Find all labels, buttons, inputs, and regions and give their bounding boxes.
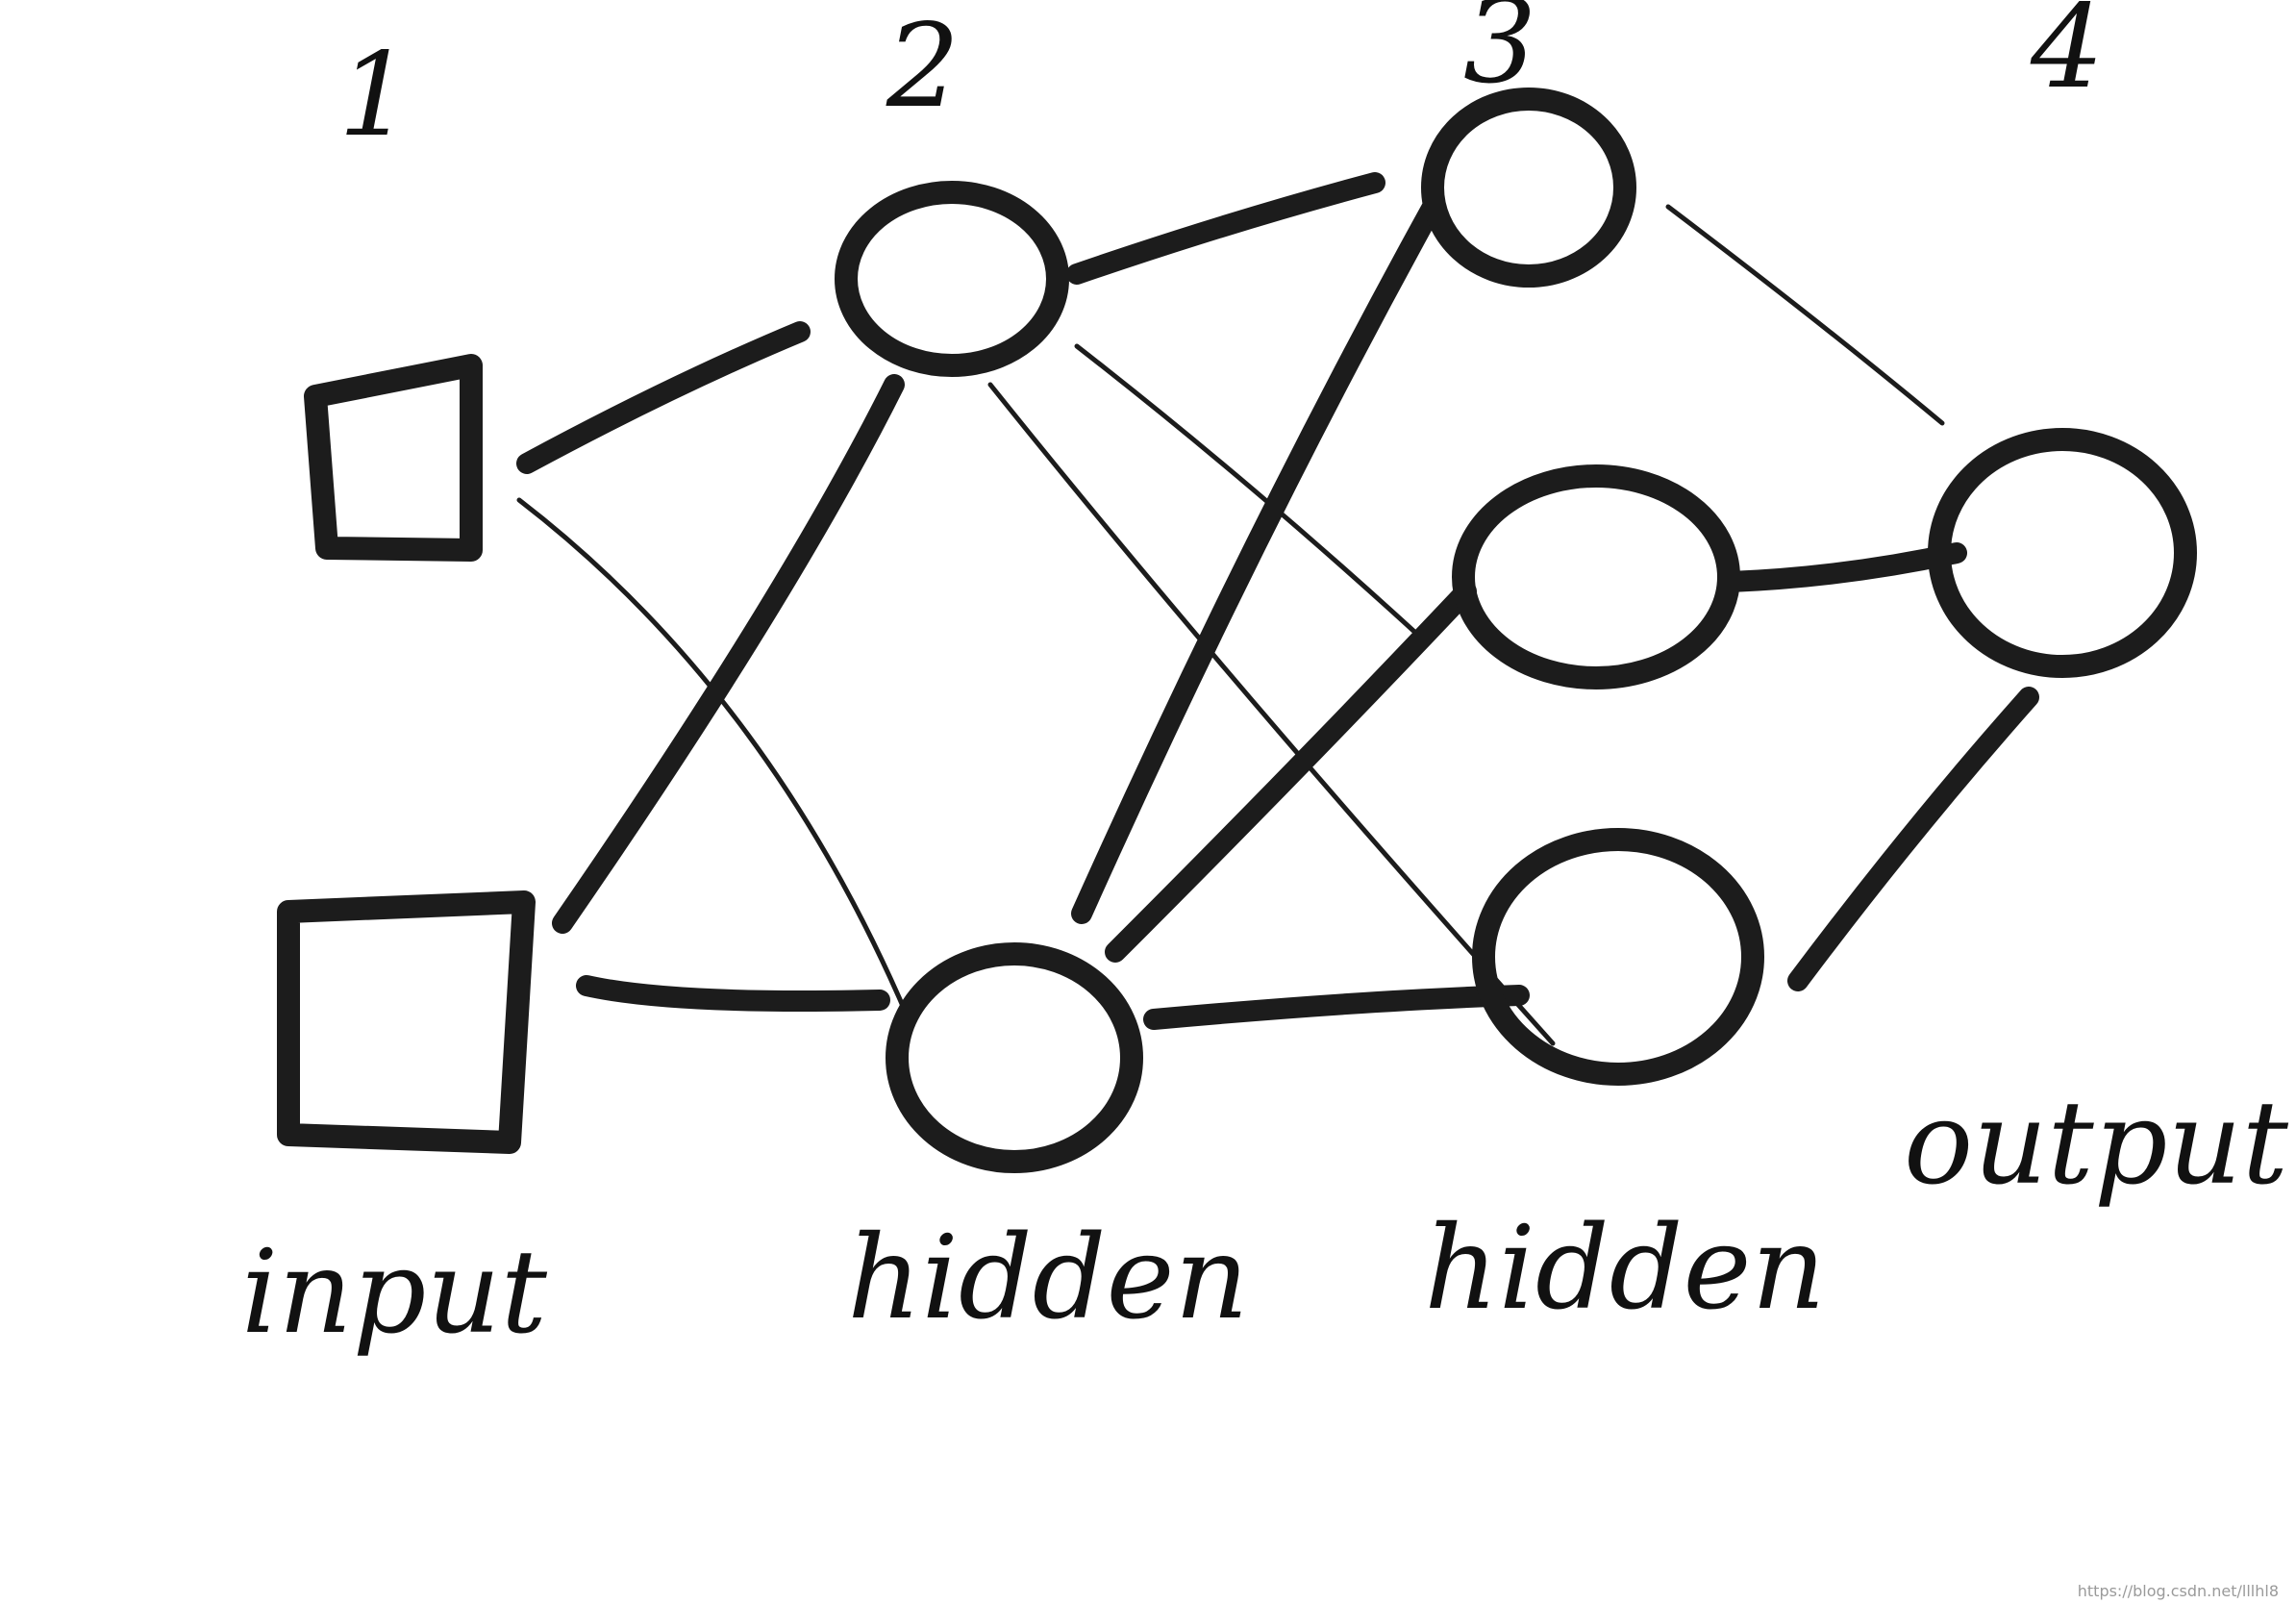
label-hidden-2: hidden: [1424, 1202, 1826, 1336]
edge-in2-h1a: [552, 374, 905, 934]
edge-h1b-h2a: [1071, 196, 1443, 924]
edge-h1b-h2b: [1105, 581, 1477, 963]
edge-h1b-h2c: [1143, 985, 1530, 1030]
edge-h2a-out: [1665, 204, 1945, 426]
hidden1-node-2: [886, 942, 1143, 1173]
edge-h2c-out: [1787, 687, 2039, 991]
edge-in1-h1b: [516, 497, 911, 1022]
layer-number-2: 2: [886, 0, 960, 134]
input-node-2: [277, 890, 536, 1154]
hidden1-node-1: [835, 181, 1069, 377]
label-input: input: [241, 1226, 548, 1360]
edge-in2-h1b: [576, 975, 890, 1012]
hidden2-node-1: [1421, 88, 1636, 288]
edge-h1a-h2b: [1074, 343, 1426, 642]
edge-h1a-h2a: [1066, 172, 1385, 285]
watermark-url: https://blog.csdn.net/lllhl8: [2078, 1582, 2279, 1600]
layer-number-1: 1: [338, 29, 412, 163]
edge-h1a-h2c: [987, 382, 1556, 1046]
hidden2-node-3: [1472, 828, 1764, 1086]
hidden2-node-2: [1452, 464, 1740, 689]
label-hidden-1: hidden: [847, 1212, 1249, 1345]
layer-number-4: 4: [2030, 0, 2104, 114]
input-node-1: [304, 354, 483, 562]
output-node: [1928, 428, 2197, 678]
edge-in1-h1a: [516, 321, 811, 474]
edge-h2b-out: [1720, 542, 1967, 592]
label-output: output: [1904, 1077, 2289, 1211]
